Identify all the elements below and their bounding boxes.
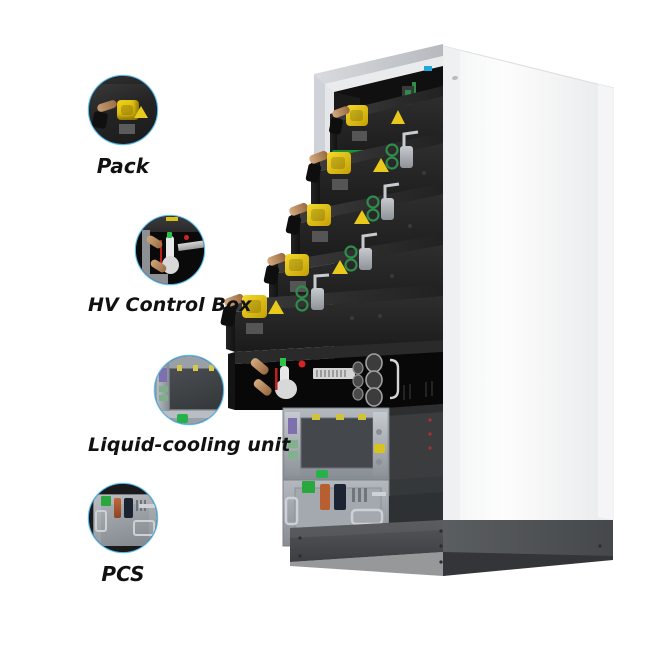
hv-control-box-icon[interactable] <box>134 215 205 285</box>
hv-control-box <box>228 340 443 410</box>
pack-module <box>329 86 443 158</box>
pack-module <box>220 273 443 352</box>
pack-module <box>305 130 443 210</box>
callout-pcs[interactable]: PCS <box>88 483 158 586</box>
battery-pack-module-icon[interactable] <box>88 75 158 145</box>
callout-label-hv-control-box: HV Control Box <box>88 294 252 316</box>
liquid-cooling-unit <box>282 404 443 482</box>
callout-hv-control-box[interactable]: HV Control Box <box>88 215 252 316</box>
callout-pack[interactable]: Pack <box>88 75 158 178</box>
cabinet-plinth <box>290 520 613 576</box>
liquid-cooling-unit-icon[interactable] <box>154 355 225 425</box>
callout-liquid-cooling-unit[interactable]: Liquid-cooling unit <box>88 355 290 456</box>
pcs-unit-icon[interactable] <box>88 483 158 553</box>
pack-module <box>285 182 443 262</box>
callout-label-pcs: PCS <box>101 562 145 586</box>
callout-label-liquid-cooling-unit: Liquid-cooling unit <box>88 434 291 456</box>
callout-label-pack: Pack <box>96 154 150 178</box>
